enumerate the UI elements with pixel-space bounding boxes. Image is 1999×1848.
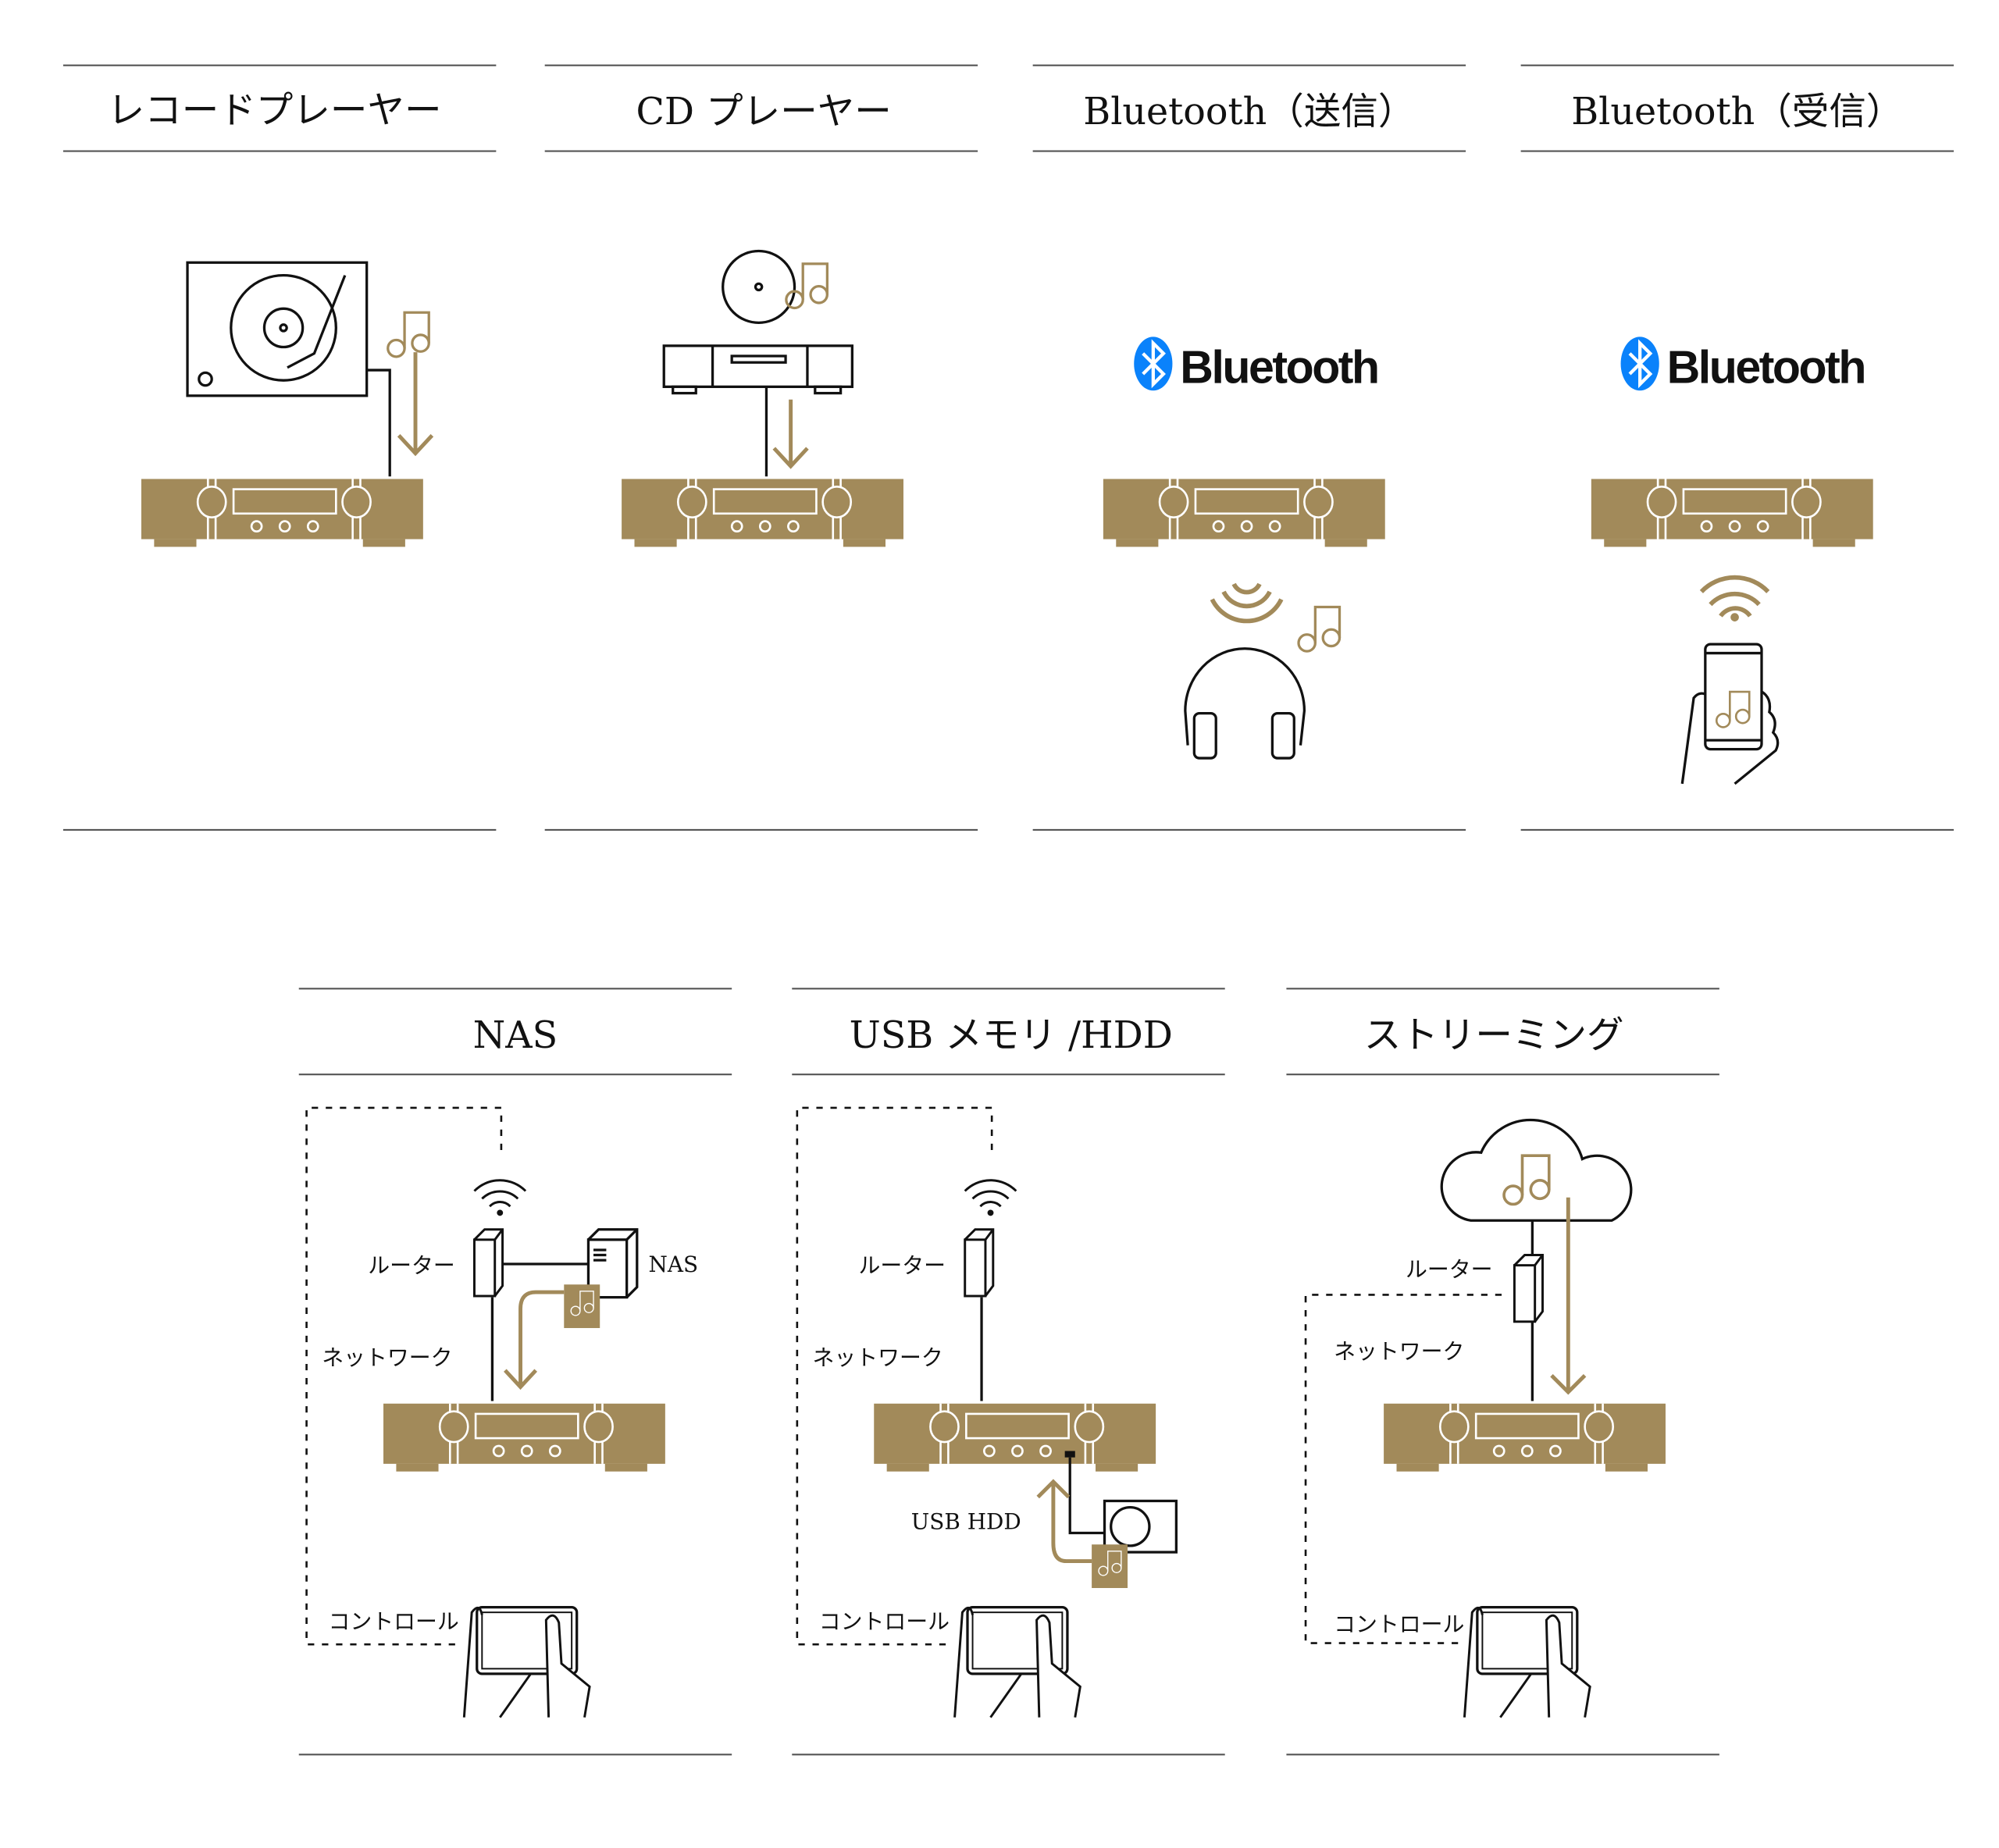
turntable-icon (186, 261, 391, 477)
amplifier-icon (1102, 478, 1387, 548)
router-icon (472, 1228, 504, 1298)
label-control: コントロール (328, 1609, 458, 1635)
label-nas: NAS (649, 1252, 699, 1277)
down-arrow-icon (504, 1290, 565, 1390)
network-dashed-line (305, 1106, 503, 1646)
bluetooth-icon (1134, 336, 1172, 390)
label-network: ネットワーク (322, 1345, 452, 1371)
tablet-in-hands-icon (953, 1605, 1081, 1719)
label-network: ネットワーク (1334, 1338, 1464, 1364)
amplifier-icon (872, 1402, 1157, 1473)
bluetooth-logo: Bluetooth (1134, 336, 1380, 393)
music-file-icon (564, 1284, 600, 1328)
amplifier-icon (1382, 1402, 1667, 1473)
title-bluetooth-receive: Bluetooth（受信） (1571, 91, 1903, 134)
title-bluetooth-send: Bluetooth（送信） (1083, 91, 1415, 134)
wifi-icon (472, 1179, 527, 1216)
label-control: コントロール (819, 1609, 950, 1635)
label-network: ネットワーク (813, 1345, 943, 1371)
up-arrow-icon (1036, 1479, 1092, 1564)
title-streaming: ストリーミング (1364, 1014, 1624, 1057)
top-row-rules (62, 64, 1954, 831)
music-note-icon (387, 311, 430, 358)
down-arrow-icon (397, 352, 434, 457)
amplifier-icon (1590, 478, 1875, 548)
amplifier-icon (140, 478, 425, 548)
network-dashed-line (1304, 1294, 1502, 1644)
down-arrow-icon (772, 399, 809, 469)
title-record-player: レコードプレーヤー (108, 89, 442, 132)
label-usb-hdd: USB HDD (911, 1509, 1021, 1535)
amplifier-icon (620, 478, 905, 548)
wireless-waves-icon (1210, 582, 1284, 624)
music-file-icon (1092, 1544, 1128, 1588)
cd-player-icon (662, 344, 854, 477)
wifi-icon (964, 1179, 1017, 1216)
bottom-row-rules (298, 988, 1719, 1756)
bluetooth-wordmark: Bluetooth (1667, 341, 1865, 393)
bluetooth-wordmark: Bluetooth (1180, 341, 1377, 393)
router-icon (1513, 1254, 1544, 1323)
tablet-in-hands-icon (462, 1605, 591, 1719)
down-arrow-icon (1550, 1197, 1587, 1395)
wifi-signal-icon (1699, 575, 1770, 621)
label-router: ルーター (368, 1252, 455, 1278)
bluetooth-icon (1621, 336, 1659, 390)
bluetooth-logo: Bluetooth (1621, 336, 1866, 393)
label-control: コントロール (1334, 1611, 1464, 1637)
title-usb: USB メモリ /HDD (850, 1014, 1173, 1057)
amplifier-icon (382, 1402, 667, 1473)
tablet-in-hands-icon (1463, 1605, 1591, 1719)
usb-hdd-icon (1064, 1451, 1178, 1554)
label-router: ルーター (1406, 1256, 1493, 1282)
router-icon (964, 1228, 995, 1298)
smartphone-in-hand-icon (1680, 643, 1780, 785)
title-nas: NAS (473, 1014, 558, 1057)
title-cd-player: CD プレーヤー (636, 91, 891, 134)
cloud-icon (1440, 1118, 1633, 1222)
network-dashed-line (796, 1106, 993, 1646)
nas-icon (502, 1228, 639, 1299)
cd-disc-icon (722, 249, 796, 325)
label-router: ルーター (859, 1252, 946, 1278)
headphones-icon (1184, 647, 1306, 760)
music-note-icon (1297, 605, 1342, 653)
